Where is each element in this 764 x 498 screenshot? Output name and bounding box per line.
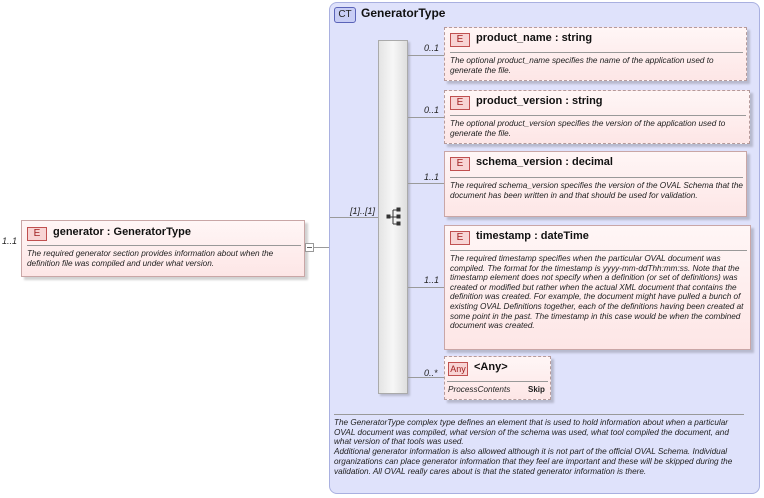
element-description: The optional product_version specifies t… <box>450 115 746 138</box>
element-description: The required timestamp specifies when th… <box>450 250 747 331</box>
element-description: The optional product_name specifies the … <box>450 52 743 75</box>
element-description: The required schema_version specifies th… <box>450 177 743 200</box>
complex-type-badge: CT <box>334 7 356 23</box>
process-contents-value: Skip <box>528 385 545 394</box>
any-badge: Any <box>448 362 468 376</box>
any-name: <Any> <box>474 361 508 373</box>
root-element-description: The required generator section provides … <box>27 245 301 268</box>
element-schema-version[interactable]: E schema_version : decimal The required … <box>444 151 747 217</box>
child-connector <box>408 377 444 378</box>
element-badge: E <box>27 227 47 241</box>
element-badge: E <box>450 96 470 110</box>
root-element-box[interactable]: E generator : GeneratorType The required… <box>21 220 305 277</box>
element-name: timestamp : dateTime <box>476 230 589 242</box>
element-name: product_name : string <box>476 32 593 44</box>
child-occurrence: 0..1 <box>424 105 440 115</box>
element-name: schema_version : decimal <box>476 156 613 168</box>
element-product-version[interactable]: E product_version : string The optional … <box>444 90 750 144</box>
child-connector <box>408 183 444 184</box>
any-divider <box>447 381 548 382</box>
complex-type-description: The GeneratorType complex type defines a… <box>334 414 744 476</box>
element-badge: E <box>450 157 470 171</box>
sequence-compositor[interactable] <box>378 40 408 394</box>
element-timestamp[interactable]: E timestamp : dateTime The required time… <box>444 225 751 350</box>
root-occurrence: 1..1 <box>2 236 18 246</box>
element-product-name[interactable]: E product_name : string The optional pro… <box>444 27 747 81</box>
child-occurrence: 1..1 <box>424 275 440 285</box>
child-occurrence: 1..1 <box>424 172 440 182</box>
child-occurrence: 0..1 <box>424 43 440 53</box>
collapse-toggle[interactable] <box>305 243 314 252</box>
sequence-connector <box>330 217 378 218</box>
connector-line <box>314 247 330 248</box>
child-connector <box>408 117 444 118</box>
child-connector <box>408 55 444 56</box>
root-element-name: generator : GeneratorType <box>53 226 191 238</box>
any-occurrence: 0..* <box>424 368 438 378</box>
child-connector <box>408 287 444 288</box>
sequence-icon <box>386 207 401 226</box>
element-name: product_version : string <box>476 95 603 107</box>
element-badge: E <box>450 33 470 47</box>
element-badge: E <box>450 231 470 245</box>
complex-type-name: GeneratorType <box>361 6 446 20</box>
process-contents-label: ProcessContents <box>448 385 511 394</box>
sequence-occurrence: [1]..[1] <box>350 206 376 216</box>
